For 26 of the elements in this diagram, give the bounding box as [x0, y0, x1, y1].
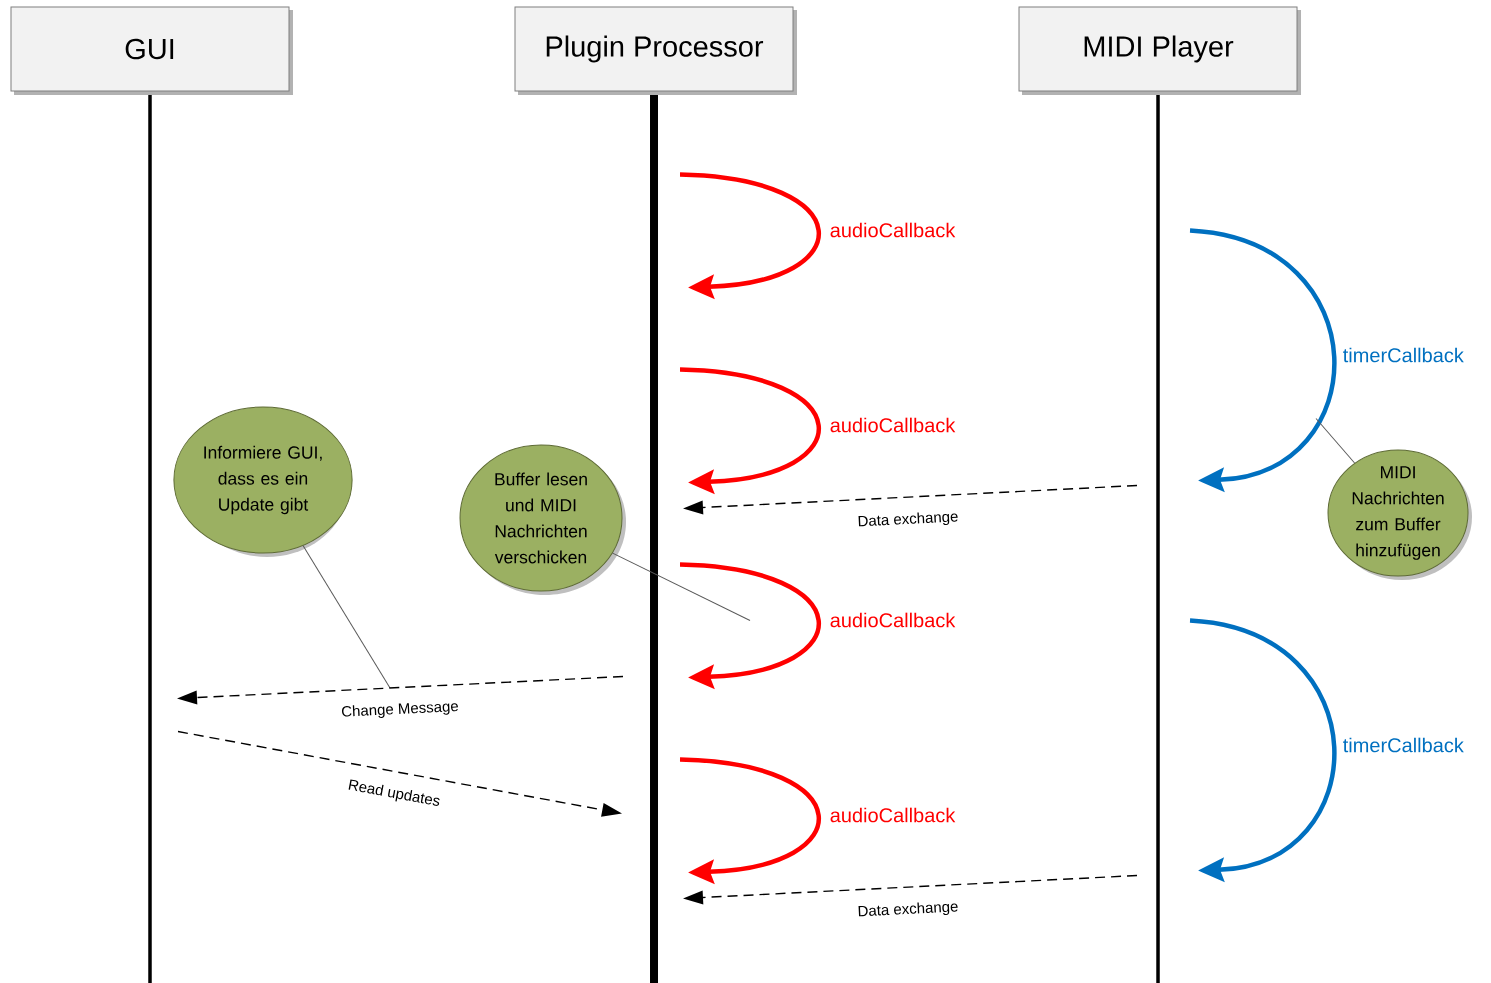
curved-arrow — [1189, 228, 1337, 493]
curved-arrow — [679, 562, 821, 690]
dashed-arrow — [177, 675, 624, 705]
edge-label: Read updates — [345, 776, 443, 812]
curved-arrow — [679, 367, 821, 495]
edge-label: audioCallback — [828, 221, 957, 239]
edge-label: audioCallback — [828, 416, 957, 434]
edge-label: Data exchange — [855, 898, 961, 922]
curved-arrow — [1189, 618, 1337, 883]
edge-label: Data exchange — [855, 508, 961, 532]
curved-arrow — [679, 757, 821, 885]
edge-label: timerCallback — [1341, 736, 1466, 754]
edge-label: timerCallback — [1341, 346, 1466, 364]
dashed-arrow — [683, 484, 1138, 515]
edge-label: Change Message — [339, 698, 461, 722]
edge-label: audioCallback — [828, 806, 957, 824]
leader-line — [302, 545, 391, 689]
lifeline-header-box: GUI — [10, 6, 293, 95]
dashed-arrow — [177, 730, 622, 817]
lifeline-header-box: Plugin Processor — [514, 6, 797, 95]
leader-line — [612, 552, 751, 621]
dashed-arrow — [683, 874, 1138, 905]
curved-arrow — [679, 172, 821, 300]
edge-label: audioCallback — [828, 611, 957, 629]
leader-line — [1315, 418, 1356, 464]
lifeline-header-box: MIDI Player — [1018, 6, 1301, 95]
